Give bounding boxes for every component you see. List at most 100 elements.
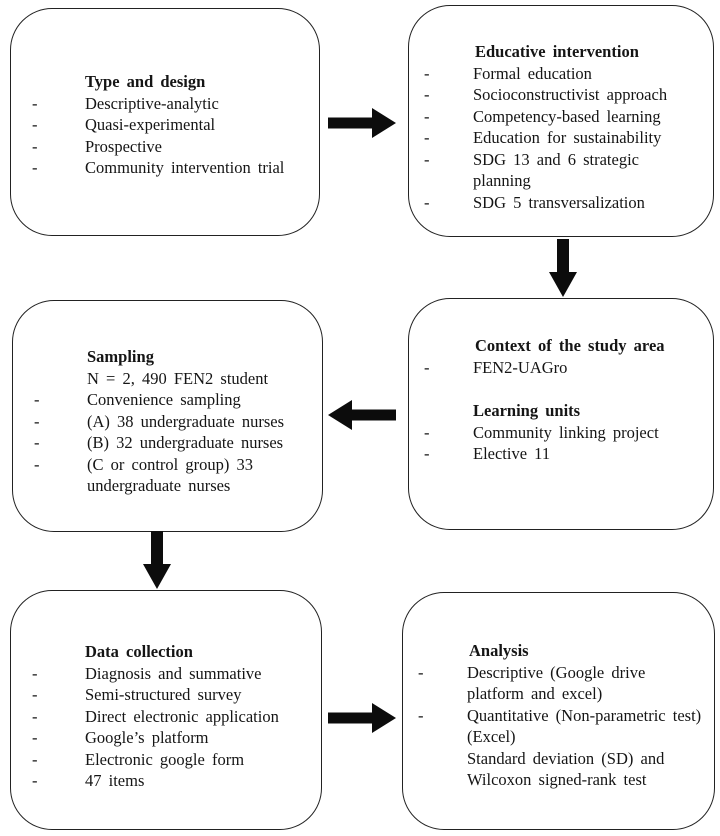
list-item-text: Quantitative (Non-parametric test) (Exce… (467, 705, 702, 747)
list-item: - Semi-structured survey (11, 684, 321, 706)
list-item: Learning units (409, 400, 713, 422)
list-item: - 47 items (11, 770, 321, 792)
dash-bullet: - (32, 728, 38, 747)
list-item-text: Electronic google form (85, 749, 245, 769)
box-type-and-design: Type and design - Descriptive-analytic -… (10, 8, 320, 236)
box-title: Educative intervention (475, 42, 639, 61)
list-item-text: Community linking project (473, 422, 659, 442)
arrow-context-to-sampling-icon (328, 400, 396, 430)
list-item-text: Community intervention trial (85, 158, 285, 177)
dash-bullet: - (34, 433, 40, 452)
list-item: - Descriptive (Google drive platform and… (403, 662, 714, 705)
dash-bullet: - (32, 685, 38, 704)
spacer (409, 378, 713, 400)
list-item: - Electronic google form (11, 749, 321, 771)
list-item: - Diagnosis and summative (11, 663, 321, 685)
list-item-text: Descriptive (Google drive platform and e… (467, 662, 646, 704)
list-item: - Convenience sampling (13, 389, 322, 411)
dash-bullet: - (34, 390, 40, 409)
list-item: - Quantitative (Non-parametric test) (Ex… (403, 705, 714, 748)
list-item: - (C or control group) 33 undergraduate … (13, 454, 322, 497)
dash-bullet: - (424, 106, 430, 126)
list-item: - Quasi-experimental (11, 114, 319, 136)
list-item: - SDG 5 transversalization (409, 192, 713, 214)
list-item: Standard deviation (SD) and Wilcoxon sig… (403, 748, 714, 791)
dash-bullet: - (32, 93, 38, 113)
list-item: - Descriptive-analytic (11, 93, 319, 115)
list-item-text: FEN2-UAGro (473, 357, 568, 377)
list-item-text: SDG 5 transversalization (473, 192, 645, 212)
dash-bullet: - (424, 422, 430, 442)
dash-bullet-empty (403, 748, 467, 791)
dash-bullet: - (32, 663, 38, 683)
dash-bullet: - (32, 136, 38, 156)
dash-bullet: - (424, 192, 430, 212)
list-item-text: Diagnosis and summative (85, 663, 262, 683)
list-item-text: Quasi-experimental (85, 115, 216, 134)
box-title: Context of the study area (475, 336, 665, 355)
dash-bullet: - (34, 411, 40, 431)
box-title: Analysis (469, 641, 529, 660)
box-educative-intervention: Educative intervention - Formal educatio… (408, 5, 714, 237)
dash-bullet: - (32, 706, 38, 726)
list-item-text: N = 2, 490 FEN2 student (87, 368, 269, 388)
list-item-text: Socioconstructivist approach (473, 85, 668, 104)
dash-bullet: - (418, 662, 424, 682)
list-item: - Prospective (11, 136, 319, 158)
box-context-of-study-area: Context of the study area - FEN2-UAGro L… (408, 298, 714, 530)
dash-bullet-empty (409, 400, 473, 422)
dash-bullet: - (32, 158, 38, 177)
list-item-text: Google’s platform (85, 728, 209, 747)
list-item: N = 2, 490 FEN2 student (13, 368, 322, 390)
list-item-text: Convenience sampling (87, 390, 241, 409)
list-item-text: Standard deviation (SD) and Wilcoxon sig… (467, 748, 665, 790)
list-item: - (B) 32 undergraduate nurses (13, 432, 322, 454)
list-item-text: Descriptive-analytic (85, 93, 219, 113)
arrow-type-to-educative-icon (328, 108, 396, 138)
list-item-text: Semi-structured survey (85, 685, 242, 704)
arrow-datacollection-to-analysis-icon (328, 703, 396, 733)
dash-bullet: - (424, 444, 430, 463)
list-item: - Direct electronic application (11, 706, 321, 728)
dash-bullet: - (424, 128, 430, 147)
list-item: - Google’s platform (11, 727, 321, 749)
list-item: - Formal education (409, 63, 713, 85)
list-item: - Elective 11 (409, 443, 713, 465)
list-item: - Education for sustainability (409, 127, 713, 149)
list-item-text: Competency-based learning (473, 106, 661, 126)
dash-bullet: - (424, 85, 430, 104)
list-item-text: (B) 32 undergraduate nurses (87, 433, 284, 452)
list-item-text: SDG 13 and 6 strategic planning (473, 149, 639, 191)
dash-bullet: - (32, 115, 38, 134)
list-item: - FEN2-UAGro (409, 357, 713, 379)
list-item-text: Education for sustainability (473, 128, 662, 147)
dash-bullet: - (424, 63, 430, 83)
list-item: - (A) 38 undergraduate nurses (13, 411, 322, 433)
dash-bullet: - (424, 357, 430, 377)
dash-bullet: - (418, 705, 424, 725)
dash-bullet: - (34, 454, 40, 474)
list-item: - SDG 13 and 6 strategic planning (409, 149, 713, 192)
list-item: - Community intervention trial (11, 157, 319, 179)
dash-bullet-empty (13, 368, 87, 390)
list-item-text: Elective 11 (473, 444, 551, 463)
box-analysis: Analysis - Descriptive (Google drive pla… (402, 592, 715, 830)
dash-bullet: - (32, 771, 38, 790)
box-title: Sampling (87, 347, 154, 366)
list-item-text: Formal education (473, 63, 592, 83)
list-item-text: 47 items (85, 771, 145, 790)
list-item: - Socioconstructivist approach (409, 84, 713, 106)
list-item-text: (A) 38 undergraduate nurses (87, 411, 285, 431)
list-item-text: Direct electronic application (85, 706, 279, 726)
box-subtitle: Learning units (473, 401, 581, 420)
dash-bullet: - (424, 149, 430, 169)
arrow-educative-to-context-icon (549, 239, 577, 297)
list-item-text: (C or control group) 33 undergraduate nu… (87, 454, 253, 496)
list-item: - Community linking project (409, 422, 713, 444)
list-item-text: Prospective (85, 136, 162, 156)
box-title: Type and design (85, 72, 206, 91)
arrow-sampling-to-datacollection-icon (143, 531, 171, 589)
box-sampling: Sampling N = 2, 490 FEN2 student - Conve… (12, 300, 323, 635)
dash-bullet: - (32, 749, 38, 769)
